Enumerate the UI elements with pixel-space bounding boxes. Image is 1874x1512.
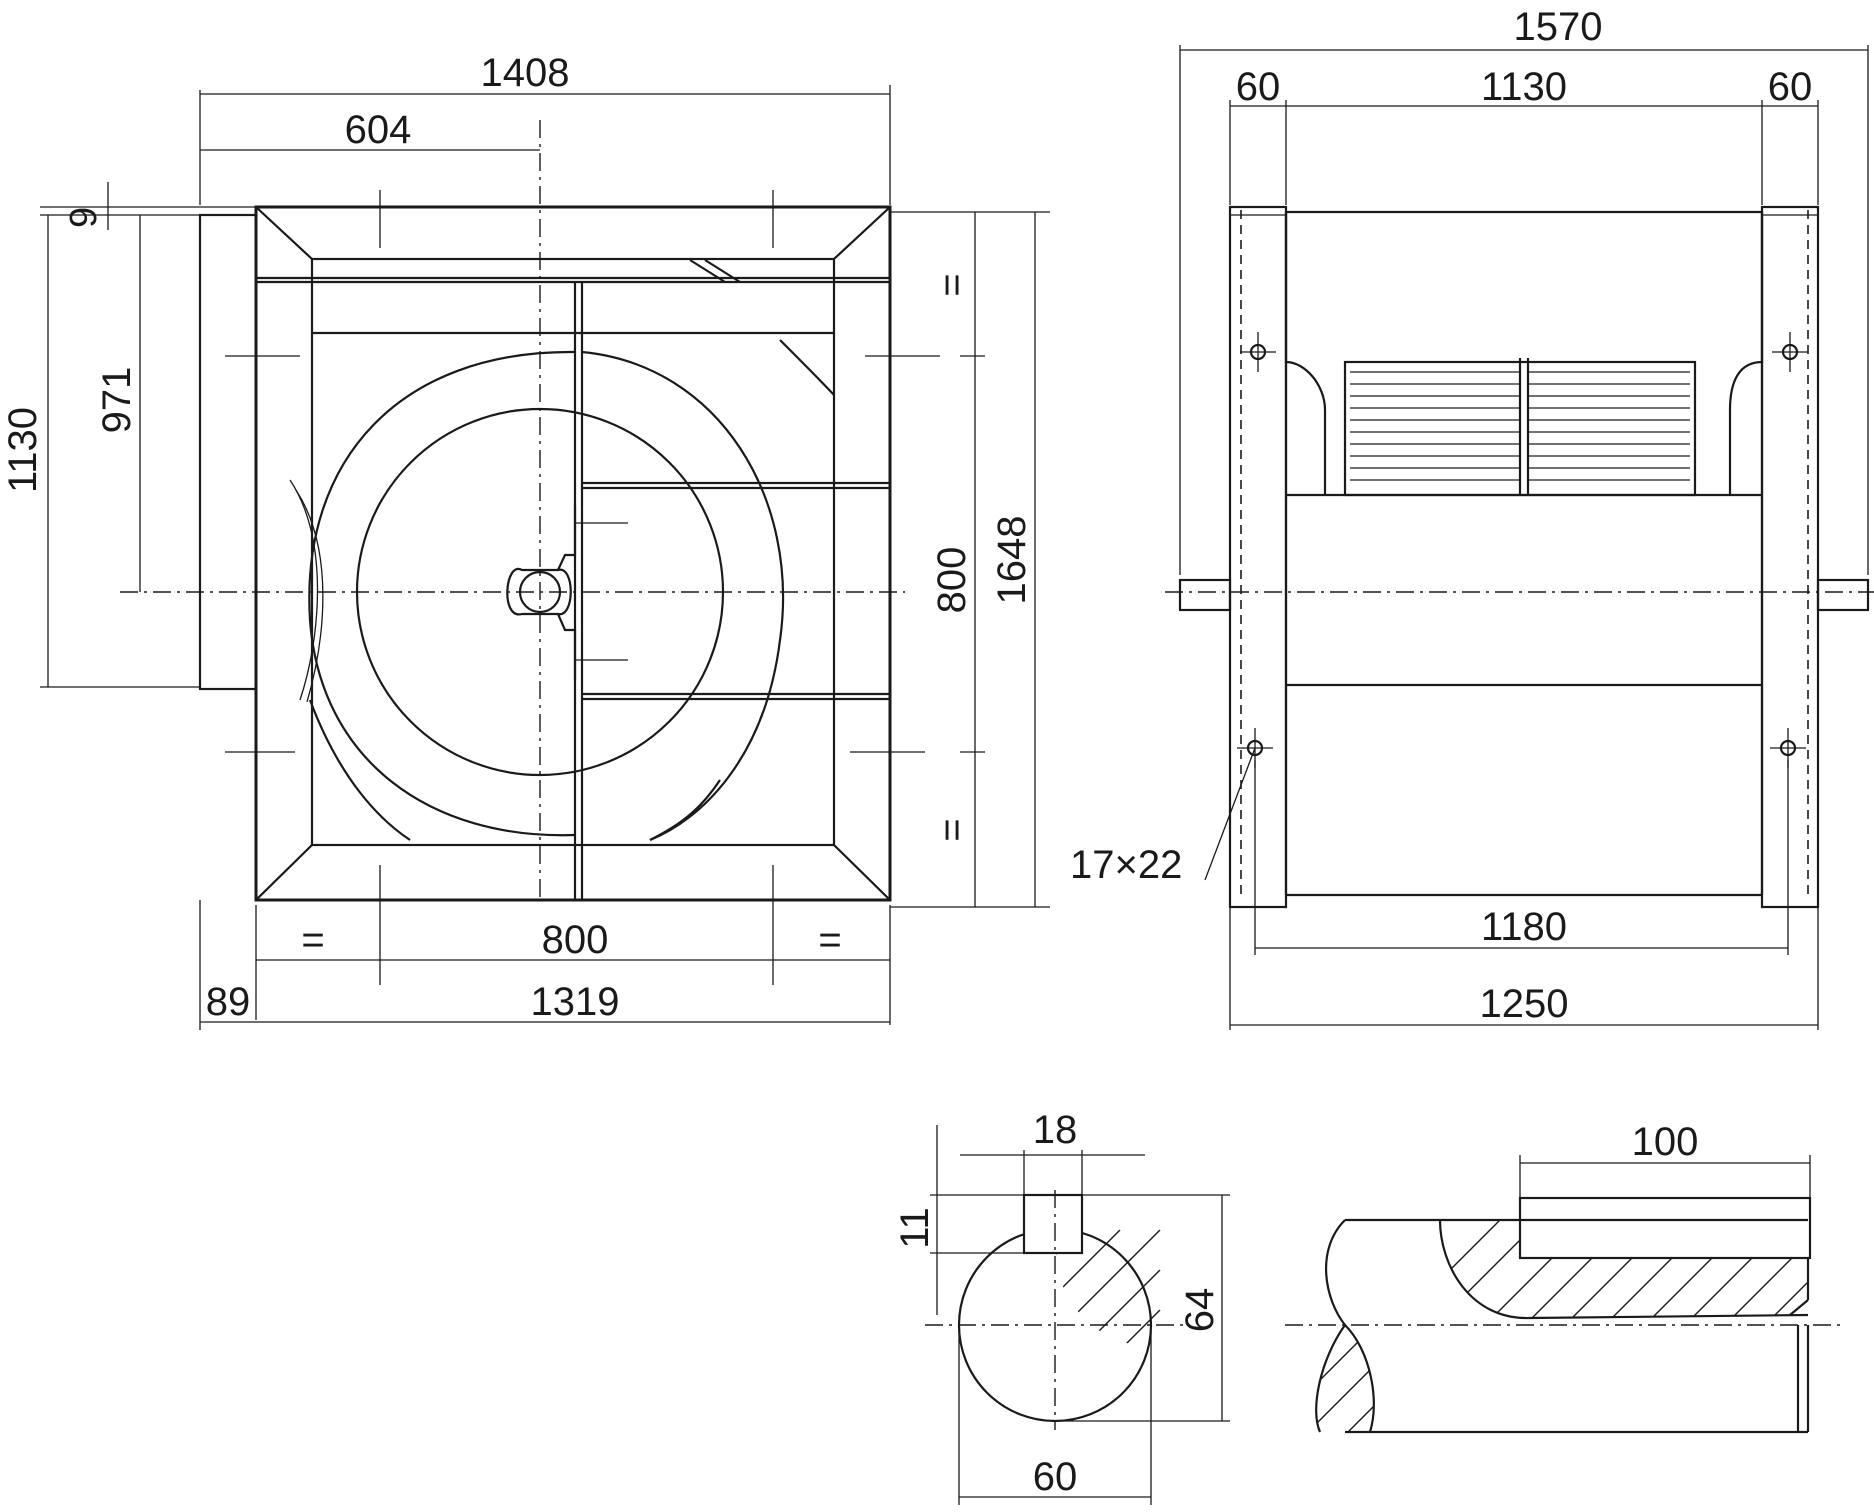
- right-side-flange: [1760, 205, 1820, 909]
- side-view: 17×22 1570 60 1130 60 1180 1250: [1070, 5, 1874, 1030]
- left-side-flange: [1228, 205, 1288, 909]
- impeller-blades: [1350, 358, 1690, 495]
- dim-top-offset: 9: [63, 207, 105, 228]
- shaft-outline: [1345, 1218, 1808, 1434]
- dim-equal-right: =: [818, 918, 841, 962]
- housing-top: [1284, 210, 1764, 495]
- dim-shaft-length: 1570: [1514, 5, 1603, 49]
- dim-hole-label: 17×22: [1070, 843, 1182, 887]
- shaft-section: 18 11 64 60: [893, 1108, 1230, 1505]
- shaft-key: [1518, 1196, 1812, 1260]
- outer-frame: [254, 205, 892, 902]
- dim-equal-top: =: [930, 273, 974, 296]
- dim-axis-height: 971: [95, 367, 139, 434]
- shaft-end: 100: [1285, 1120, 1840, 1434]
- dim-flange: 89: [206, 980, 251, 1024]
- dim-housing-width: 1130: [1481, 65, 1567, 109]
- dim-shaft-depth: 64: [1178, 1288, 1222, 1333]
- dim-equal-left: =: [301, 918, 324, 962]
- dim-to-axis: 604: [345, 108, 412, 152]
- dim-total-height: 1648: [990, 516, 1034, 605]
- scroll-housing-left: [308, 350, 576, 837]
- dim-center-span-h: 800: [542, 918, 609, 962]
- dim-shaft-diameter: 60: [1033, 1455, 1078, 1499]
- inner-frame: [310, 257, 836, 847]
- dim-key-height: 11: [893, 1207, 937, 1249]
- key: [1022, 1193, 1084, 1255]
- dim-outlet-height: 1130: [1, 407, 45, 493]
- dim-equal-bottom: =: [930, 818, 974, 841]
- dim-keyway-length: 100: [1632, 1120, 1699, 1164]
- dim-base-width: 1250: [1480, 982, 1569, 1026]
- shaft-right: [1816, 578, 1870, 612]
- dim-flange-left: 60: [1236, 65, 1281, 109]
- dim-flange-right: 60: [1768, 65, 1813, 109]
- dim-key-width: 18: [1033, 1108, 1078, 1152]
- dim-center-span-v: 800: [930, 547, 974, 614]
- dim-body-width: 1319: [531, 980, 620, 1024]
- dim-total-width: 1408: [481, 51, 570, 95]
- outlet-flange: [198, 213, 258, 691]
- dim-hole-span: 1180: [1481, 905, 1567, 949]
- front-view: 1408 604 9 1130 971 = 800 = 1648 = 800: [1, 51, 1050, 1030]
- shaft-left: [1178, 578, 1232, 612]
- scroll-housing-right: [581, 350, 785, 842]
